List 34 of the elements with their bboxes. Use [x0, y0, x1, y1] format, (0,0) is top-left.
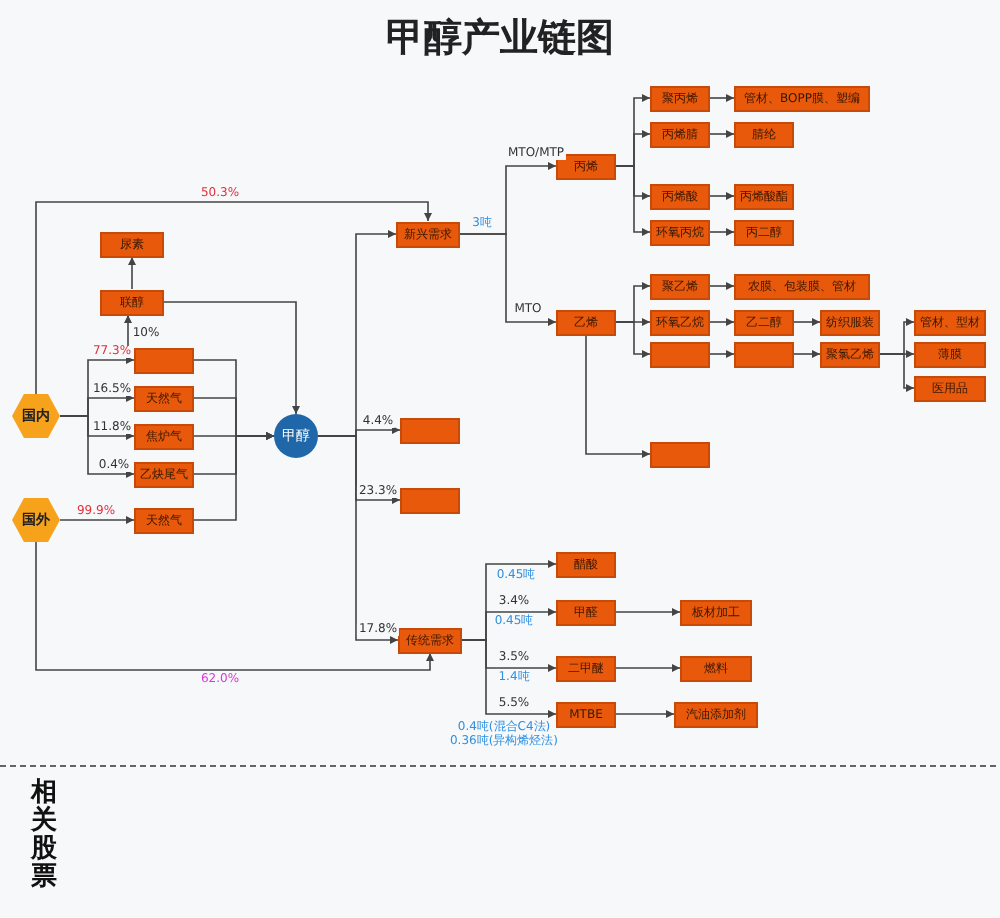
process-box	[650, 341, 710, 367]
arrow	[128, 256, 136, 290]
arrow	[709, 94, 735, 102]
title: 甲醇产业链图	[384, 14, 616, 64]
arrow	[35, 541, 434, 671]
arrow	[59, 415, 135, 478]
arrow	[879, 353, 915, 392]
arrow	[615, 664, 681, 672]
arrow	[709, 130, 735, 138]
arrow	[124, 314, 132, 348]
arrow	[709, 228, 735, 236]
arrow	[615, 321, 651, 358]
arrow	[461, 639, 557, 718]
arrow	[793, 318, 821, 326]
process-box	[734, 341, 794, 367]
arrow	[709, 282, 735, 290]
arrow	[59, 516, 135, 524]
arrow	[615, 608, 681, 616]
arrow	[193, 432, 275, 521]
arrow	[163, 301, 300, 415]
process-box	[134, 347, 194, 373]
arrow	[793, 350, 821, 358]
arrow	[709, 350, 735, 358]
process-box	[650, 441, 710, 467]
arrow	[615, 165, 651, 236]
arrow	[709, 192, 735, 200]
arrow	[459, 233, 557, 326]
process-box	[400, 487, 460, 513]
arrow	[615, 710, 675, 718]
arrow	[709, 318, 735, 326]
arrow	[585, 334, 651, 458]
arrow	[35, 201, 432, 395]
process-box	[400, 417, 460, 443]
section-heading: 相关股票	[30, 780, 58, 892]
